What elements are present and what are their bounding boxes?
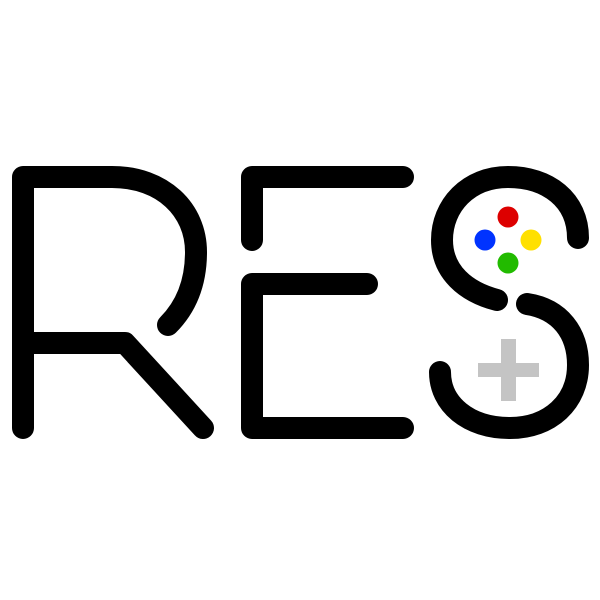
letter-r (12, 166, 214, 439)
letter-s (429, 166, 589, 439)
letter-e (241, 166, 414, 439)
green-button-icon (497, 252, 519, 274)
controller-buttons-icon (474, 206, 542, 274)
yellow-button-icon (520, 229, 542, 251)
dpad-icon (478, 339, 539, 401)
blue-button-icon (474, 229, 496, 251)
red-button-icon (497, 206, 519, 228)
